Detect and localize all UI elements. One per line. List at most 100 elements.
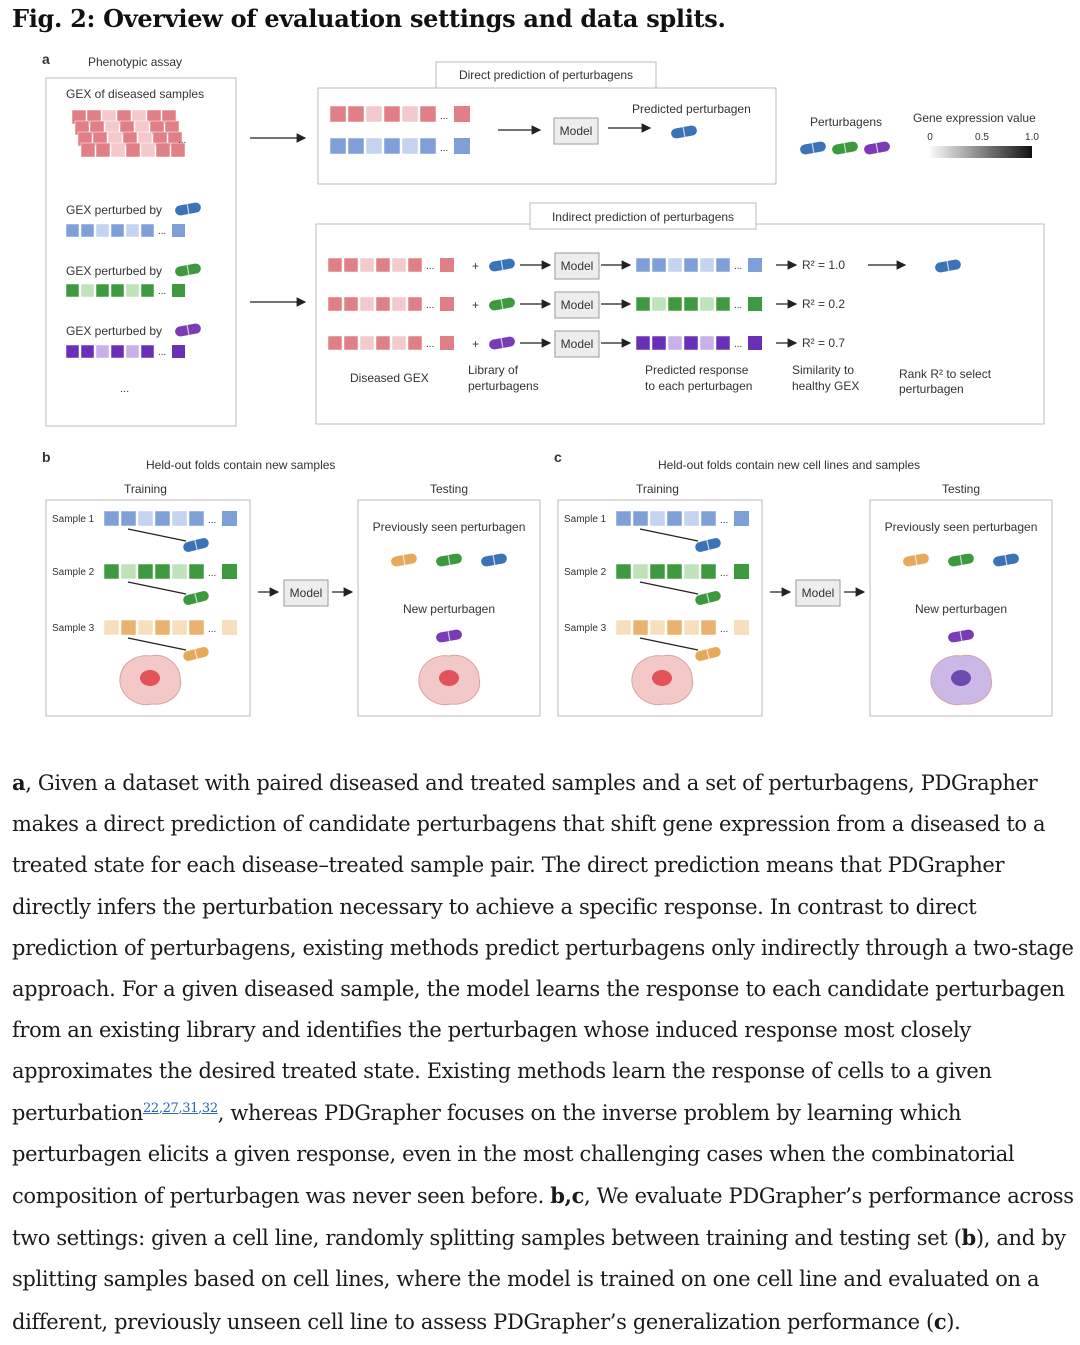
gex-square [683, 619, 700, 636]
predicted-response-row [635, 335, 731, 351]
plus-sign: + [472, 259, 479, 273]
pill-seam [447, 554, 451, 566]
gex-square [140, 142, 156, 158]
model-label: Model [561, 337, 594, 351]
gex-square [699, 257, 715, 273]
figure-title: Fig. 2: Overview of evaluation settings … [12, 4, 726, 33]
indirect-prediction-box [315, 223, 1045, 425]
pill-seam [811, 142, 815, 154]
pill-seam [1004, 554, 1008, 566]
gex-square [65, 223, 80, 238]
panel-b-sample-label: Sample 3 [52, 623, 95, 634]
caption-a-letter: a [12, 770, 26, 795]
gex-square [154, 619, 171, 636]
gex-square [155, 142, 171, 158]
panel-c-letter: c [554, 449, 562, 465]
ref-link[interactable]: 27 [162, 1100, 179, 1116]
row-ellipsis: ... [720, 515, 728, 526]
diseased-gex-label: Diseased GEX [350, 371, 429, 385]
gex-square [140, 344, 155, 359]
gex-square [125, 142, 141, 158]
gex-square [666, 510, 683, 527]
panel-b-sample-row [103, 563, 205, 580]
indirect-diseased-row [327, 257, 423, 273]
row-ellipsis: ... [158, 226, 166, 237]
gex-square [65, 344, 80, 359]
gex-square [80, 223, 95, 238]
caption-refs[interactable]: 22,27,31,32 [143, 1100, 218, 1116]
legend-pill-blue-icon [800, 141, 826, 155]
pill-seam [682, 126, 686, 138]
gex-square [666, 563, 683, 580]
gex-square [419, 105, 437, 123]
caption-end-text: ). [946, 1309, 961, 1334]
pill-seam [706, 540, 710, 550]
gex-square [683, 510, 700, 527]
row-ellipsis: ... [720, 624, 728, 635]
panel-c-training-cell [631, 654, 694, 706]
panel-b-model-box [283, 579, 329, 607]
legend-tick: 0.5 [975, 132, 989, 143]
pill-seam [914, 554, 918, 566]
gex-diseased-label: GEX of diseased samples [66, 87, 204, 101]
gex-square [391, 296, 407, 312]
panel-b-sample-label: Sample 1 [52, 514, 95, 525]
pill-seam [194, 593, 198, 603]
row-ellipsis: ... [426, 339, 434, 350]
gex-square [734, 564, 749, 579]
panel-c-training-label: Training [636, 482, 679, 496]
caption-bc-letters: b,c [550, 1183, 585, 1209]
gex-square [615, 510, 632, 527]
gex-square [95, 344, 110, 359]
gex-square [667, 335, 683, 351]
panel-c-sample-row [615, 619, 717, 636]
predicted-response-row [635, 296, 731, 312]
panel-b-sample-pill-icon [183, 647, 209, 661]
caption-c-paren: c [933, 1308, 947, 1334]
panel-b-seen-green-icon [436, 553, 462, 567]
gex-square [110, 283, 125, 298]
panel-c-sample-link [639, 581, 699, 595]
figure-caption: a, Given a dataset with paired diseased … [12, 762, 1078, 1343]
gex-square [140, 283, 155, 298]
gex-perturbed-blue-label: GEX perturbed by [66, 203, 162, 217]
ref-link[interactable]: 31 [182, 1100, 199, 1116]
similarity-label: Similarity to [792, 363, 854, 377]
gex-square [407, 335, 423, 351]
gex-square [171, 510, 188, 527]
gex-square [170, 142, 186, 158]
gex-square [635, 296, 651, 312]
gex-square [95, 223, 110, 238]
panel-b-sample-link [127, 581, 187, 595]
panel-b-sample-row [103, 510, 205, 527]
pill-seam [186, 203, 190, 215]
gex-square [137, 619, 154, 636]
indirect-title: Indirect prediction of perturbagens [552, 210, 734, 224]
gex-square [103, 619, 120, 636]
gex-square [683, 257, 699, 273]
pill-seam [875, 142, 879, 154]
cell-nucleus [439, 670, 459, 686]
rank-label: Rank R² to select [899, 367, 992, 381]
selected-perturbagen-icon [935, 259, 961, 273]
cell-nucleus [652, 670, 672, 686]
rank-label: perturbagen [899, 382, 964, 396]
gex-square [172, 224, 185, 237]
gex-perturbed-blue-row [65, 223, 155, 238]
cell-nucleus [951, 670, 971, 686]
legend-tick: 0 [927, 132, 933, 143]
gex-square [666, 619, 683, 636]
panel-b-testing-label: Testing [430, 482, 468, 496]
pill-seam [186, 324, 190, 336]
ref-link[interactable]: 32 [201, 1100, 218, 1116]
ref-link[interactable]: 22 [143, 1100, 159, 1116]
indirect-model-box [554, 291, 600, 319]
caption-a-text: , Given a dataset with paired diseased a… [12, 771, 1074, 1125]
pill-seam [946, 260, 950, 272]
panel-c-testing-label: Testing [942, 482, 980, 496]
legend-gex-label: Gene expression value [913, 111, 1036, 125]
row-ellipsis: ... [734, 339, 742, 350]
panel-b-seen-blue-icon [481, 553, 507, 567]
gex-square [80, 283, 95, 298]
gex-square [327, 335, 343, 351]
